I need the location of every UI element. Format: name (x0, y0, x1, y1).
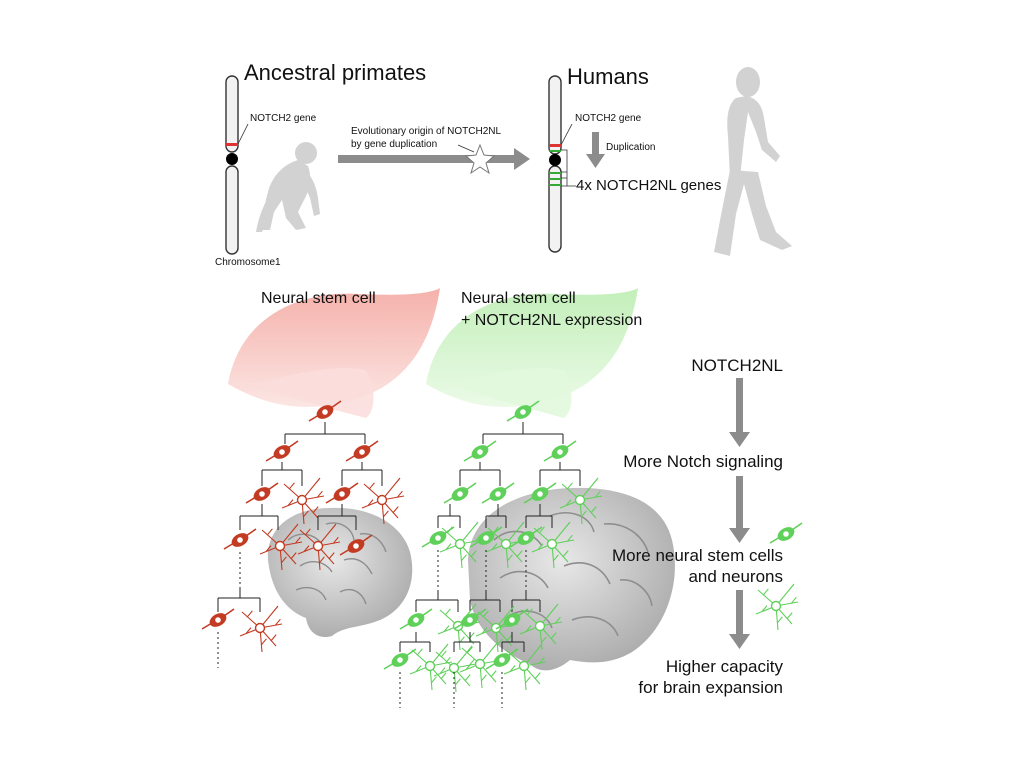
red-lineage-tree (201, 400, 405, 668)
stem-cell-icon (469, 526, 503, 548)
star-icon (464, 143, 496, 175)
flow-step-notch-signaling: More Notch signaling (623, 452, 783, 471)
flow-step-stem-cells-line1: More neural stem cells (611, 546, 783, 565)
neural-stem-cell-notch-label-line1: Neural stem cell (461, 290, 576, 307)
human-silhouette-icon (714, 67, 792, 256)
brain-icon-right (468, 487, 675, 671)
humans-title: Humans (567, 64, 649, 89)
stem-cell-icon (265, 440, 299, 462)
neuron-icon (485, 521, 529, 569)
flow-step-brain-line1: Higher capacity (665, 657, 783, 676)
stem-cell-icon (506, 400, 540, 422)
neuron-icon (239, 605, 283, 653)
flow-step-notch2nl: NOTCH2NL (691, 356, 783, 375)
origin-label-line2: by gene duplication (351, 139, 438, 150)
notch2-gene-label-left: NOTCH2 gene (250, 113, 317, 124)
flow-arrow-2 (729, 476, 750, 543)
evolution-arrow (338, 148, 530, 170)
neuron-icon (361, 477, 405, 525)
stem-cell-icon (325, 482, 359, 504)
stem-cell-icon (201, 608, 235, 630)
stem-cell-icon (245, 482, 279, 504)
neural-stem-cell-notch-label-line2: + NOTCH2NL expression (461, 312, 643, 329)
neuron-icon (503, 643, 547, 691)
flow-step-stem-cells-line2: and neurons (688, 567, 783, 586)
stem-cell-icon (481, 482, 515, 504)
duplication-arrow (586, 132, 605, 168)
flow-neuron-icons (755, 522, 803, 631)
stem-cell-icon (523, 482, 557, 504)
chromosome-icon-right (548, 75, 562, 253)
stem-cell-icon (339, 534, 373, 556)
stem-cell-icon (421, 526, 455, 548)
neuron-icon (259, 523, 303, 571)
neural-stem-cell-label: Neural stem cell (261, 290, 376, 307)
flow-arrow-1 (729, 378, 750, 447)
stem-cell-icon (509, 526, 543, 548)
stem-cell-icon (453, 608, 487, 630)
neuron-icon (531, 521, 575, 569)
stem-cell-icon (383, 648, 417, 670)
neuron-icon (559, 477, 603, 525)
stem-cell-icon (443, 482, 477, 504)
green-lineage-tree (383, 400, 603, 708)
stem-cell-icon (543, 440, 577, 462)
notch2-pointer-left (237, 123, 249, 145)
ape-silhouette-icon (256, 142, 320, 232)
neuron-icon (519, 603, 563, 651)
stem-cell-icon (463, 440, 497, 462)
neuron-icon (297, 523, 341, 571)
duplication-label: Duplication (606, 142, 656, 153)
origin-label-line1: Evolutionary origin of NOTCH2NL (351, 126, 502, 137)
stem-cell-icon (223, 528, 257, 550)
chromosome-icon-left (225, 75, 239, 255)
stem-cell-icon (308, 400, 342, 422)
neuron-icon (281, 477, 325, 525)
chromosome-label: Chromosome1 (215, 257, 281, 268)
flow-step-brain-line2: for brain expansion (638, 678, 783, 697)
ancestral-primates-title: Ancestral primates (244, 60, 427, 85)
stem-cell-icon (399, 608, 433, 630)
neuron-icon (475, 605, 519, 653)
stem-cell-icon (769, 522, 803, 544)
brain-icon-left (267, 507, 413, 638)
four-notch2nl-genes-label: 4x NOTCH2NL genes (576, 177, 722, 194)
stem-cell-icon (345, 440, 379, 462)
neuron-icon (439, 521, 483, 569)
notch2-gene-label-right: NOTCH2 gene (575, 113, 642, 124)
neuron-icon (755, 583, 799, 631)
flow-arrow-3 (729, 590, 750, 649)
stem-cell-icon (495, 608, 529, 630)
